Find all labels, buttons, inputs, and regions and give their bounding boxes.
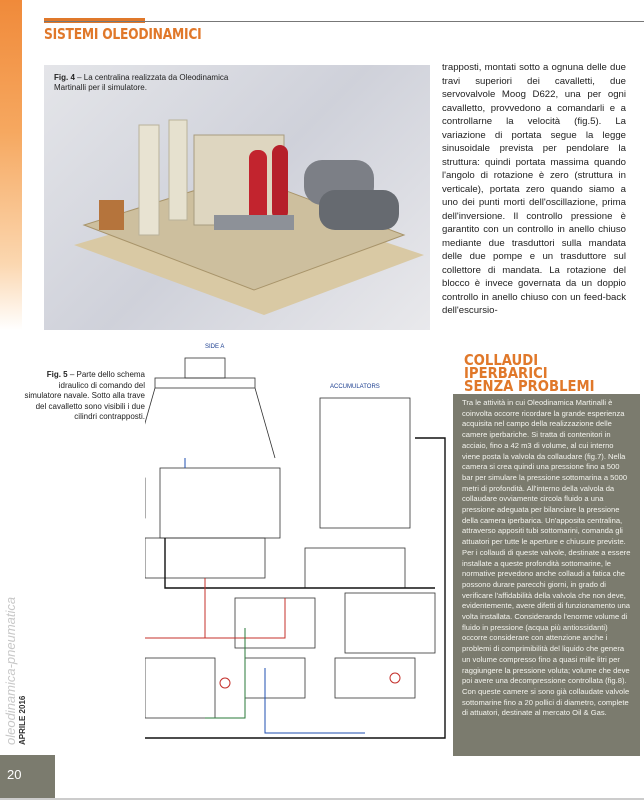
issue-date: APRILE 2016 <box>18 695 27 745</box>
accumulators-label: ACCUMULATORS <box>330 384 380 390</box>
magazine-name: oleodinamica-pneumatica <box>3 596 18 745</box>
side-a-label: SIDE A <box>205 344 224 350</box>
section-title: SISTEMI OLEODINAMICI <box>44 25 202 43</box>
title-accent-bar <box>44 18 145 23</box>
body-text-column: trapposti, montati sotto a ognuna delle … <box>442 62 626 316</box>
page-number: 20 <box>7 767 22 782</box>
hydraulic-schematic: SIDE A ACCUMULATORS <box>145 344 446 739</box>
sidebar-title: COLLAUDI IPERBARICI SENZA PROBLEMI <box>464 351 595 395</box>
figure-4-photo: Fig. 4 – La centralina realizzata da Ole… <box>44 65 430 330</box>
header-rule <box>44 21 644 22</box>
page-number-box: 20 <box>0 755 55 800</box>
sidebar-box: Tra le attività in cui Oleodinamica Mart… <box>453 394 640 756</box>
footer-vertical-label: oleodinamica-pneumatica APRILE 2016 <box>2 596 27 745</box>
figure-5-caption: Fig. 5 – Parte dello schema idraulico di… <box>24 370 145 421</box>
bottom-rule <box>0 798 644 800</box>
hydraulic-power-unit-illustration <box>74 119 424 315</box>
sidebar-text: Tra le attività in cui Oleodinamica Mart… <box>462 398 631 718</box>
figure-4-caption: Fig. 4 – La centralina realizzata da Ole… <box>54 73 229 92</box>
decorative-side-strip <box>0 0 22 330</box>
